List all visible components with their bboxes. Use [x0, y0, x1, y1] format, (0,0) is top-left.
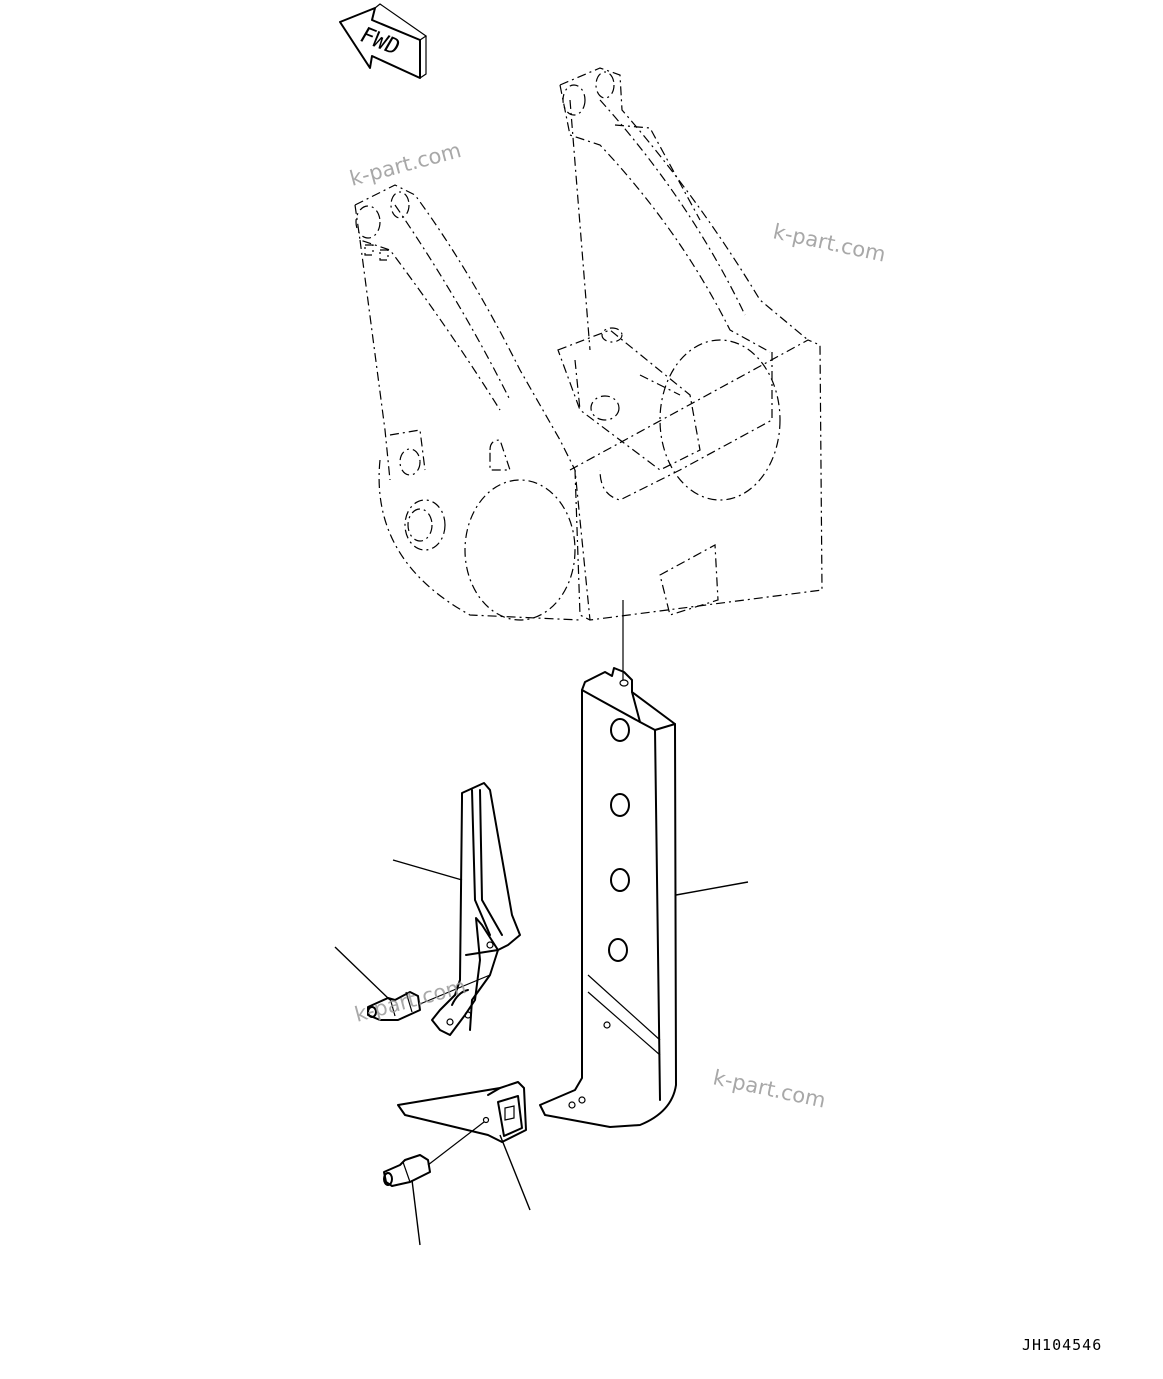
shank	[539, 667, 677, 1128]
fwd-label: FWD	[355, 23, 405, 61]
tip-pin-leader-line	[411, 1179, 421, 1246]
watermark-2: k-part.com	[771, 219, 888, 266]
drawing-code: JH104546	[1022, 1336, 1102, 1354]
shank-leader-line	[675, 881, 749, 896]
watermark-4: k-part.com	[711, 1065, 828, 1112]
tip	[397, 1081, 527, 1143]
protector-pin-leader-line	[334, 946, 391, 1001]
tip-pin	[383, 1121, 485, 1187]
ripper-frame	[354, 67, 823, 621]
protector-leader-line	[392, 859, 463, 881]
tip-leader-line	[499, 1134, 531, 1211]
fwd-arrow: FWD	[339, 3, 428, 79]
watermark-1: k-part.com	[347, 138, 464, 191]
protector-pin	[367, 974, 491, 1021]
